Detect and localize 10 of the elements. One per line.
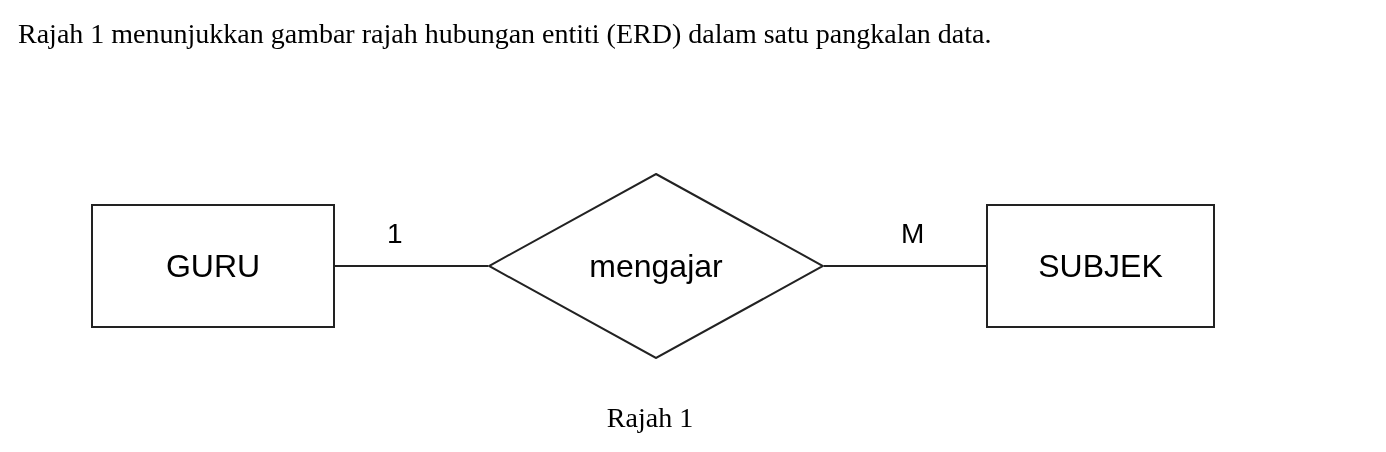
- relationship-diamond: [488, 173, 824, 359]
- connector-line: [823, 265, 987, 267]
- entity-box: [986, 204, 1215, 328]
- title-text: Rajah 1 menunjukkan gambar rajah hubungan entiti (ERD) dalam satu pangkalan data.: [18, 18, 992, 50]
- entity-name: SUBJEK: [1038, 247, 1163, 285]
- figure-caption: Rajah 1: [605, 402, 695, 434]
- connector-line: [334, 265, 489, 267]
- entity-box: [91, 204, 335, 328]
- relationship-name: mengajar: [589, 247, 723, 285]
- entity-name: GURU: [165, 247, 261, 285]
